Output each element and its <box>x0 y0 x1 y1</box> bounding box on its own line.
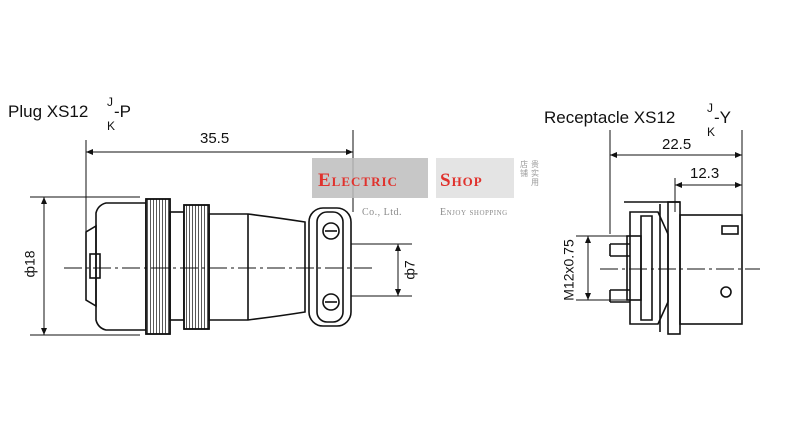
receptacle-body-dimension: 12.3 <box>690 165 720 182</box>
watermark-brand-electric: Electric <box>318 170 398 191</box>
plug-drawing <box>30 130 412 336</box>
receptacle-drawing <box>576 130 760 335</box>
watermark-box <box>312 158 428 198</box>
receptacle-title-prefix: Receptacle XS12 <box>544 108 676 127</box>
receptacle-thread-dimension: M12x0.75 <box>560 239 577 301</box>
plug-title-suffix: -P <box>114 102 131 121</box>
watermark-box-secondary <box>436 158 514 198</box>
watermark-brand-shop: Shop <box>440 170 483 191</box>
watermark-company: Co., Ltd. <box>362 207 403 218</box>
plug-outer-diameter-dimension: ф18 <box>21 250 38 278</box>
watermark-cjk-right: 贵实用 <box>531 160 539 187</box>
plug-title: Plug XS12 <box>8 102 88 122</box>
watermark-slogan: Enjoy shopping <box>440 207 508 218</box>
receptacle-length-dimension: 22.5 <box>662 136 692 153</box>
plug-length-dimension: 35.5 <box>200 130 230 147</box>
watermark-cjk-left: 店铺 <box>520 160 528 178</box>
receptacle-title: Receptacle XS12 <box>544 108 675 128</box>
receptacle-title-subscript: K <box>707 125 716 139</box>
receptacle-title-superscript: J <box>707 101 713 115</box>
plug-title-prefix: Plug XS12 <box>8 102 89 121</box>
receptacle-title-suffix: -Y <box>714 108 731 127</box>
plug-cable-diameter-dimension: ф7 <box>401 260 418 280</box>
plug-title-subscript: K <box>107 119 116 133</box>
plug-title-superscript: J <box>107 95 113 109</box>
